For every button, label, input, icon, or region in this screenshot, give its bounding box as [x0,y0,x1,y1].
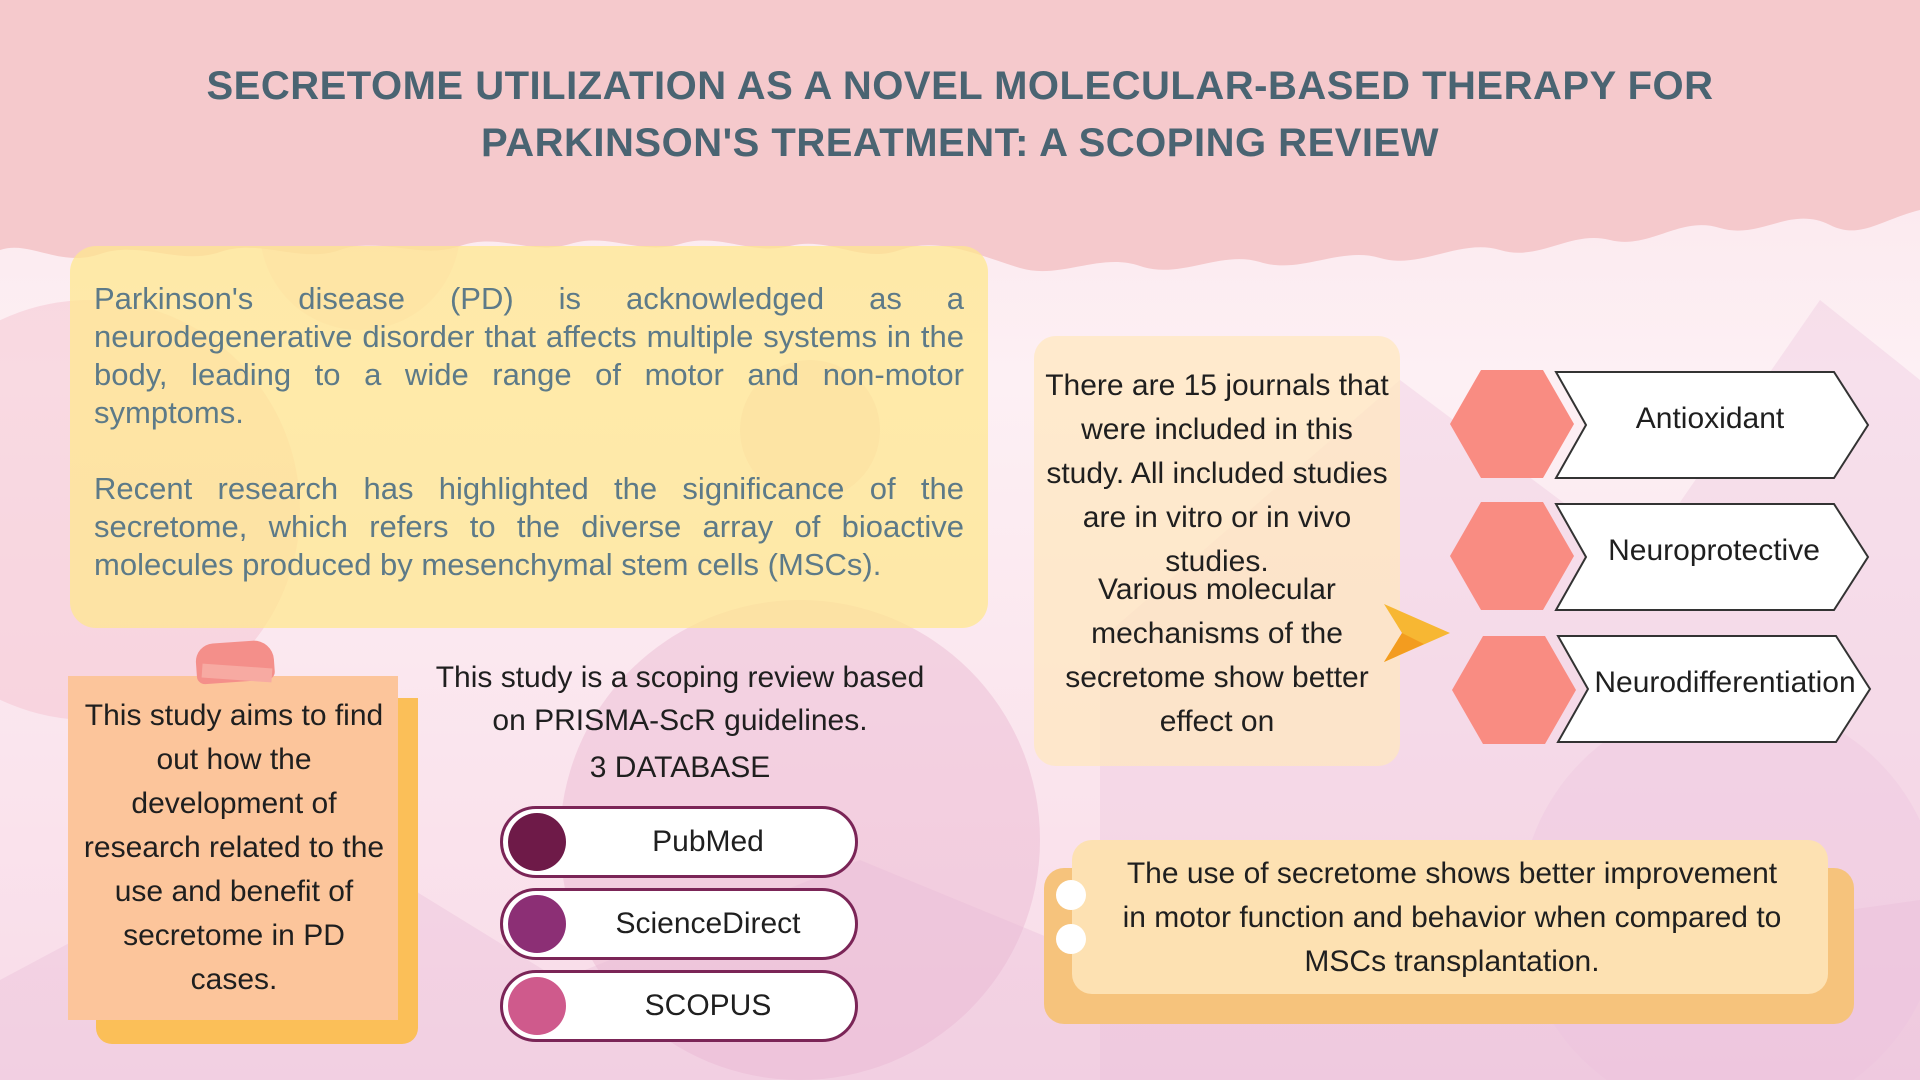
intro-paragraph-2: Recent research has highlighted the sign… [94,471,964,582]
hexagon-icon [1450,370,1574,478]
intro-paragraph-1: Parkinson's disease (PD) is acknowledged… [94,281,964,430]
page-title: SECRETOME UTILIZATION AS A NOVEL MOLECUL… [80,58,1840,172]
conclusion-card [1072,840,1828,994]
introduction-text: Parkinson's disease (PD) is acknowledged… [94,280,964,622]
binder-hole-icon [1056,924,1086,954]
arrow-right-icon [1384,604,1450,662]
effect-label-neuroprotective: Neuroprotective [1608,534,1820,567]
aim-text: This study aims to find out how the deve… [83,699,385,996]
database-pill-scopus: SCOPUS [500,970,858,1042]
title-line-2: PARKINSON'S TREATMENT: A SCOPING REVIEW [481,121,1439,165]
database-dot-icon [508,977,566,1035]
header-band: SECRETOME UTILIZATION AS A NOVEL MOLECUL… [0,0,1920,290]
results-journals-text: There are 15 journals that were included… [1045,369,1389,578]
conclusion-text: The use of secretome shows better improv… [1122,857,1782,978]
methods-line-2: on PRISMA-ScR guidelines. [492,704,868,737]
database-label: ScienceDirect [615,907,801,940]
hexagon-icon [1452,636,1576,744]
database-heading: 3 DATABASE [589,751,771,784]
aim-note [68,676,398,1020]
methods-line-1: This study is a scoping review based [435,661,925,694]
hexagon-icon [1450,502,1574,610]
effect-arrow-box [1554,503,1870,611]
binder-hole-icon [1056,880,1086,910]
database-dot-icon [508,813,566,871]
effect-arrow-box [1554,371,1870,479]
results-mechanisms-text: Various molecular mechanisms of the secr… [1065,573,1369,738]
introduction-card: Parkinson's disease (PD) is acknowledged… [70,246,988,628]
database-label: SCOPUS [644,989,772,1022]
methods-text: This study is a scoping review based on … [400,656,960,742]
title-line-1: SECRETOME UTILIZATION AS A NOVEL MOLECUL… [206,64,1714,108]
database-dot-icon [508,895,566,953]
effect-label-antioxidant: Antioxidant [1635,402,1785,435]
effect-label-neurodifferentiation: Neurodifferentiation [1594,666,1856,699]
database-pill-pubmed: PubMed [500,806,858,878]
results-card [1034,336,1400,766]
database-pill-sciencedirect: ScienceDirect [500,888,858,960]
database-label: PubMed [652,825,764,858]
wavy-header-shape [0,0,1920,272]
effect-arrow-box [1556,635,1872,743]
